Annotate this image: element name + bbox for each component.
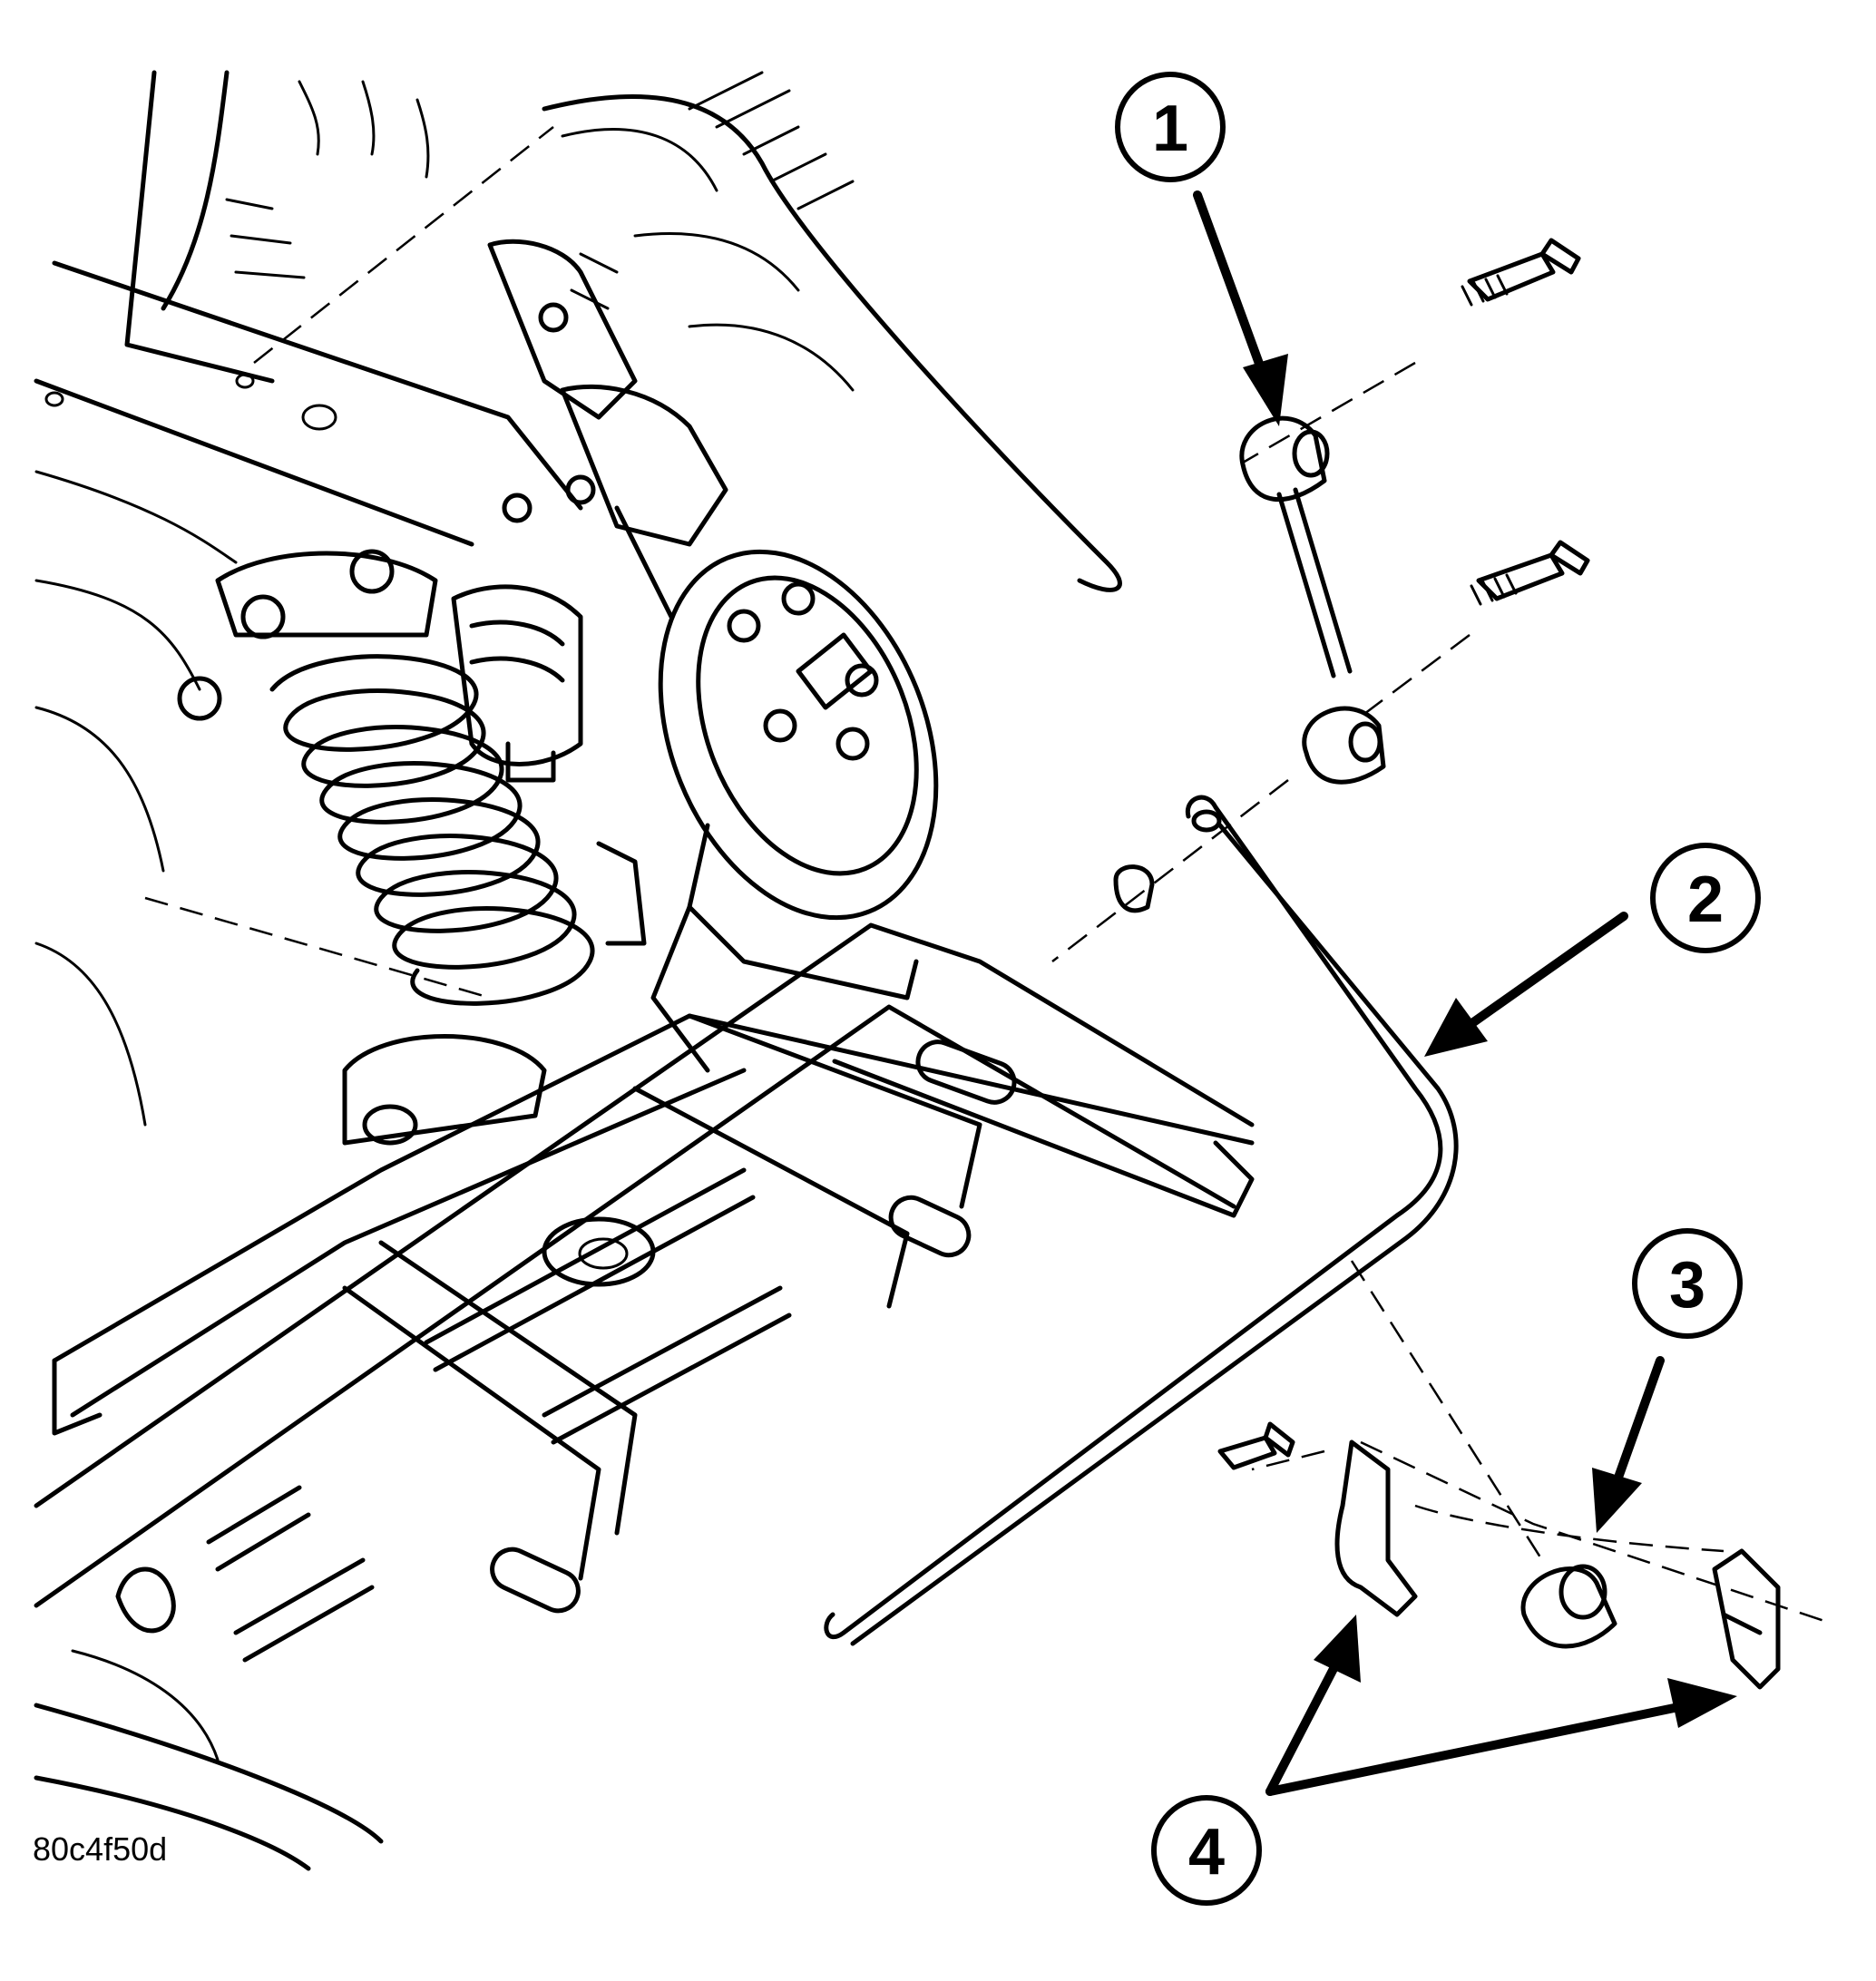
bushing-and-retainers (1217, 1421, 1781, 1690)
callout-2: 2 (1650, 843, 1761, 953)
rear-axle-beam (34, 922, 1255, 1871)
svg-text:2: 2 (1687, 864, 1724, 936)
stabilizer-bar (824, 795, 1459, 1646)
strut-and-hub (487, 239, 939, 1073)
assembly-lines (144, 126, 1833, 1625)
svg-text:3: 3 (1669, 1249, 1705, 1322)
svg-text:1: 1 (1152, 93, 1188, 165)
callout-3: 3 (1632, 1228, 1743, 1339)
callout-1: 1 (1115, 72, 1226, 182)
callout-arrows (1193, 190, 1737, 1796)
figure-id: 80c4f50d (33, 1830, 168, 1868)
callout-4: 4 (1151, 1795, 1262, 1906)
coil-spring (177, 549, 595, 1146)
vehicle-body (34, 70, 1122, 1127)
svg-text:4: 4 (1188, 1816, 1225, 1888)
stabilizer-link (1239, 238, 1590, 785)
